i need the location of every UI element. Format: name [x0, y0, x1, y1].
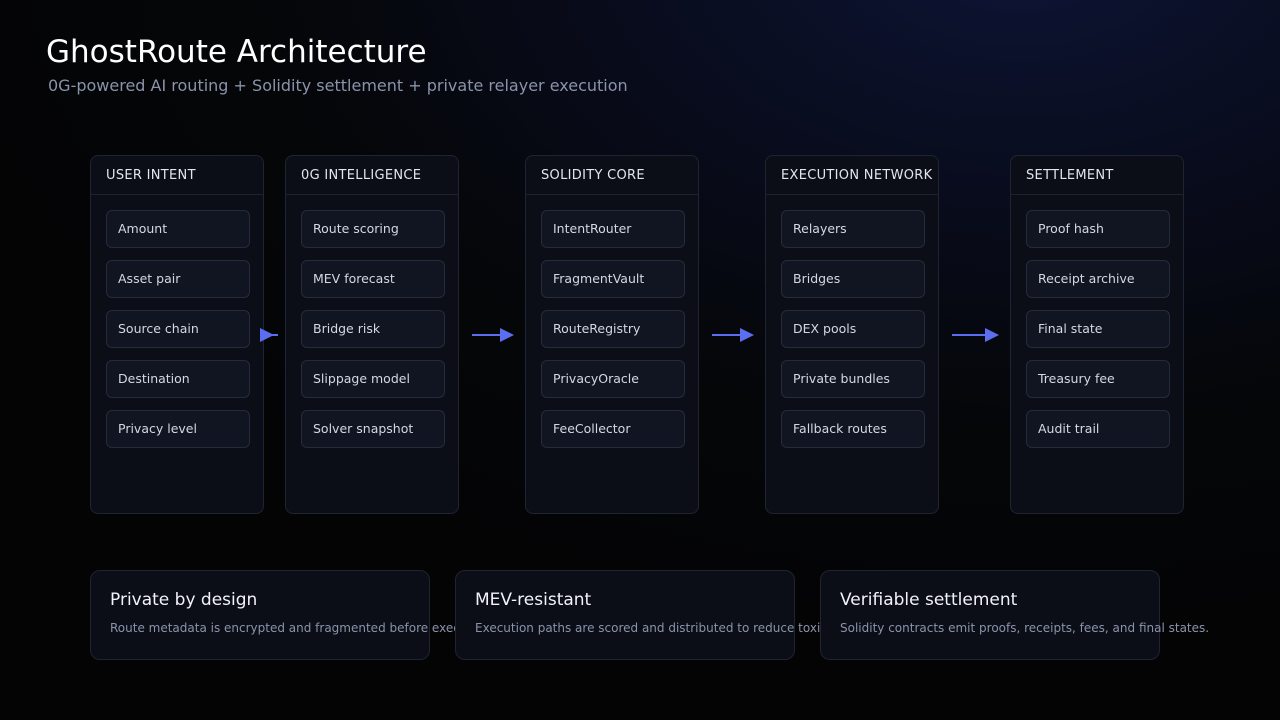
feature-title: Private by design [110, 590, 258, 610]
node-item: Fallback routes [781, 410, 925, 448]
node-item: Receipt archive [1026, 260, 1170, 298]
feature-description: Solidity contracts emit proofs, receipts… [840, 621, 1210, 635]
node-item: DEX pools [781, 310, 925, 348]
node-item: MEV forecast [301, 260, 445, 298]
node-item: Final state [1026, 310, 1170, 348]
node-item: Treasury fee [1026, 360, 1170, 398]
node-item: Bridge risk [301, 310, 445, 348]
node-item: Proof hash [1026, 210, 1170, 248]
feature-description: Route metadata is encrypted and fragment… [110, 621, 495, 635]
page-subtitle: 0G-powered AI routing + Solidity settlem… [48, 76, 628, 95]
node-item: Bridges [781, 260, 925, 298]
page-title: GhostRoute Architecture [46, 34, 427, 70]
column-execution-network: EXECUTION NETWORK Relayers Bridges DEX p… [765, 155, 939, 514]
node-item: Relayers [781, 210, 925, 248]
node-item: Source chain [106, 310, 250, 348]
column-0g-intelligence: 0G INTELLIGENCE Route scoring MEV foreca… [285, 155, 459, 514]
node-item: FeeCollector [541, 410, 685, 448]
column-settlement: SETTLEMENT Proof hash Receipt archive Fi… [1010, 155, 1184, 514]
node-item: Solver snapshot [301, 410, 445, 448]
node-item: IntentRouter [541, 210, 685, 248]
feature-card-settlement: Verifiable settlement Solidity contracts… [820, 570, 1209, 660]
column-solidity-core: SOLIDITY CORE IntentRouter FragmentVault… [525, 155, 699, 514]
column-user-intent: USER INTENT Amount Asset pair Source cha… [90, 155, 264, 514]
feature-title: Verifiable settlement [840, 590, 1018, 610]
node-item: Amount [106, 210, 250, 248]
node-item: RouteRegistry [541, 310, 685, 348]
node-item: Slippage model [301, 360, 445, 398]
node-item: Private bundles [781, 360, 925, 398]
feature-card-private: Private by design Route metadata is encr… [90, 570, 494, 660]
node-item: Route scoring [301, 210, 445, 248]
flow-arrow-icon [260, 328, 278, 342]
node-item: Privacy level [106, 410, 250, 448]
flow-arrow-icon [952, 328, 999, 342]
node-item: Asset pair [106, 260, 250, 298]
node-item: PrivacyOracle [541, 360, 685, 398]
column-title: SOLIDITY CORE [526, 156, 698, 195]
flow-arrow-icon [712, 328, 754, 342]
column-title: 0G INTELLIGENCE [286, 156, 458, 195]
node-item: Destination [106, 360, 250, 398]
feature-card-mev: MEV-resistant Execution paths are scored… [455, 570, 858, 660]
feature-description: Execution paths are scored and distribut… [475, 621, 859, 635]
flow-arrow-icon [472, 328, 514, 342]
feature-title: MEV-resistant [475, 590, 592, 610]
node-item: Audit trail [1026, 410, 1170, 448]
column-title: EXECUTION NETWORK [766, 156, 938, 195]
column-title: SETTLEMENT [1011, 156, 1183, 195]
column-title: USER INTENT [91, 156, 263, 195]
node-item: FragmentVault [541, 260, 685, 298]
